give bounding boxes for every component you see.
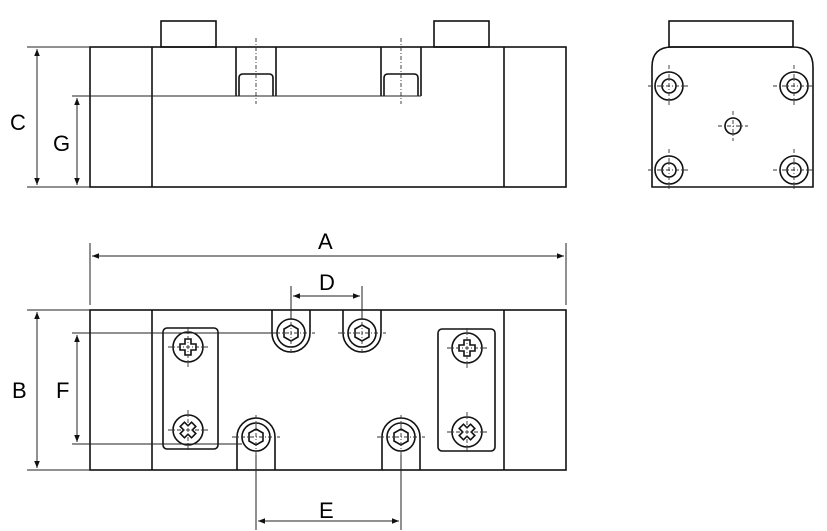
dimension-label-c: C xyxy=(10,110,26,135)
dimension-label-b: B xyxy=(12,378,27,403)
top-view: A D E B F xyxy=(12,229,567,530)
dimension-label-a: A xyxy=(318,229,333,254)
front-view: C G xyxy=(10,20,567,188)
dimension-label-f: F xyxy=(56,378,69,403)
dimension-label-g: G xyxy=(53,131,70,156)
side-view xyxy=(648,20,815,191)
dimension-label-d: D xyxy=(319,270,335,295)
dimension-label-e: E xyxy=(319,498,334,523)
